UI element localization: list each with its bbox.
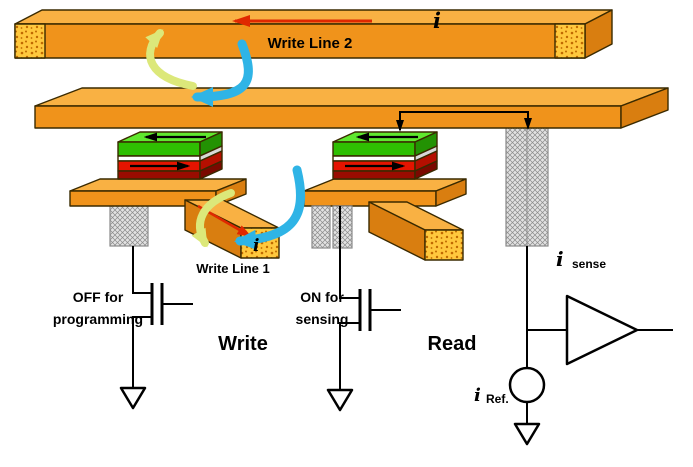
current-label-top: i bbox=[433, 8, 441, 33]
field-arrow-yellow-bottom bbox=[191, 189, 235, 248]
read-label: Read bbox=[428, 333, 477, 355]
field-arrow-yellow-top bbox=[145, 29, 197, 90]
ground-symbol-ref bbox=[513, 422, 541, 446]
field-arrow-cyan-top bbox=[191, 39, 253, 107]
free-layer-front-left bbox=[117, 141, 201, 157]
afm-layer-front-right bbox=[332, 170, 416, 180]
mtj-stack-left bbox=[117, 131, 223, 180]
bit-line-end-face bbox=[620, 87, 669, 129]
read-transistor bbox=[326, 206, 401, 412]
write-line-1-label: Write Line 1 bbox=[196, 261, 269, 276]
barrier-layer-front-left bbox=[117, 155, 201, 162]
ground-symbol-write bbox=[119, 386, 147, 410]
write-transistor bbox=[119, 246, 193, 410]
barrier-layer-front-right bbox=[332, 155, 416, 162]
on-label-line2: sensing bbox=[296, 311, 349, 327]
free-layer-front-right bbox=[332, 141, 416, 157]
ground-symbol-read bbox=[326, 388, 354, 412]
field-arrow-cyan-bottom bbox=[234, 165, 305, 250]
afm-layer-side-left bbox=[199, 160, 223, 180]
write-transistor-drain-wire bbox=[132, 246, 152, 294]
write-line-2-left-speckle bbox=[14, 23, 46, 59]
afm-layer-front-left bbox=[117, 170, 201, 180]
via-pillar-middle-a bbox=[311, 205, 331, 249]
afm-layer-side-right bbox=[414, 160, 438, 180]
reference-current-label-sub: Ref. bbox=[486, 392, 509, 406]
via-pillar-middle bbox=[311, 205, 353, 249]
current-label-wl1: i bbox=[253, 236, 259, 256]
on-label-line1: ON for bbox=[300, 289, 344, 305]
reference-current-label-i: i bbox=[474, 385, 481, 406]
bit-line-top-face bbox=[34, 87, 669, 107]
write-line-2-right-speckle bbox=[554, 23, 586, 59]
write-label: Write bbox=[218, 333, 268, 355]
via-pillar-middle-b bbox=[332, 205, 353, 249]
sense-current-label-sub: sense bbox=[572, 257, 606, 271]
sense-amplifier bbox=[565, 294, 639, 366]
via-pillar-right bbox=[505, 117, 549, 247]
bit-line-front-face bbox=[34, 105, 622, 129]
write-line-2-label: Write Line 2 bbox=[268, 35, 353, 52]
bit-line-slab bbox=[34, 87, 669, 129]
mtj-stack-right bbox=[332, 131, 438, 180]
reference-current-source bbox=[508, 366, 546, 404]
read-transistor-source-wire bbox=[339, 322, 360, 390]
off-label-line1: OFF for bbox=[73, 289, 124, 305]
sense-branch bbox=[508, 246, 673, 446]
word-line-bar-middle bbox=[368, 201, 464, 261]
read-transistor-drain-wire bbox=[339, 206, 360, 299]
write-transistor-source-wire bbox=[132, 316, 152, 388]
read-path-wire bbox=[396, 111, 532, 132]
sense-current-label-i: i bbox=[556, 247, 564, 271]
word-line-middle-end-speckle bbox=[424, 229, 464, 261]
bottom-electrode-middle-end bbox=[435, 178, 467, 207]
off-label-line2: programming bbox=[53, 311, 143, 327]
